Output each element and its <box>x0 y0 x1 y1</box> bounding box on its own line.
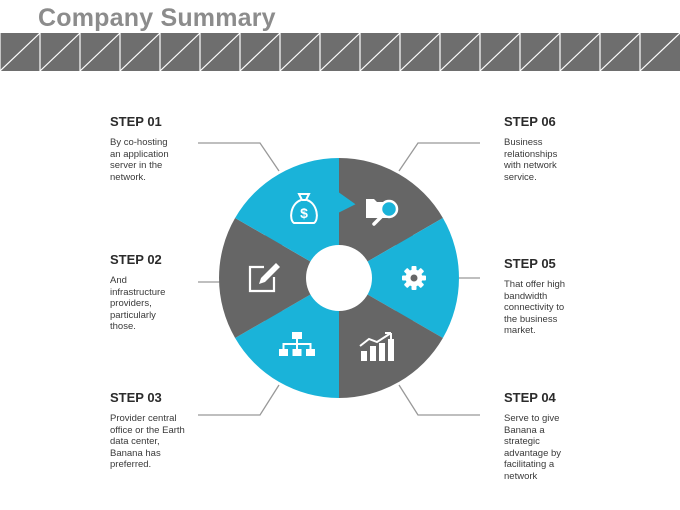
step-description: Serve to give Banana a strategic advanta… <box>504 413 562 482</box>
connector-line-3 <box>198 384 280 416</box>
step-title: STEP 06 <box>504 114 556 129</box>
connector-line-6 <box>398 384 480 416</box>
ring-segment-4 <box>235 293 339 398</box>
step-02: STEP 02 And infrastructure providers, pa… <box>110 252 220 333</box>
money-bag-icon: $ <box>290 193 318 224</box>
step-04: STEP 04 Serve to give Banana a strategic… <box>504 390 614 482</box>
step-01: STEP 01 By co-hosting an application ser… <box>110 114 220 183</box>
edit-note-icon <box>248 263 280 293</box>
ring-segment-6 <box>235 158 356 263</box>
connector-lines <box>198 142 480 416</box>
step-title: STEP 03 <box>110 390 162 405</box>
step-description: That offer high bandwidth connectivity t… <box>504 279 566 336</box>
step-title: STEP 02 <box>110 252 162 267</box>
folder-search-icon <box>366 199 399 226</box>
step-description: Business relationships with network serv… <box>504 137 558 183</box>
page-title: Company Summary <box>38 4 276 32</box>
growth-chart-icon <box>359 332 394 361</box>
step-description: Provider central office or the Earth dat… <box>110 413 185 470</box>
step-title: STEP 04 <box>504 390 556 405</box>
connector-line-4 <box>398 142 480 172</box>
step-description: And infrastructure providers, particular… <box>110 275 166 332</box>
step-title: STEP 05 <box>504 256 556 271</box>
connector-line-1 <box>198 142 280 172</box>
step-title: STEP 01 <box>110 114 162 129</box>
gear-icon <box>402 266 426 290</box>
ring-center <box>306 245 372 311</box>
step-description: By co-hosting an application server in t… <box>110 137 169 183</box>
striped-banner <box>0 33 680 71</box>
org-chart-icon <box>279 332 315 356</box>
step-06: STEP 06 Business relationships with netw… <box>504 114 614 183</box>
step-03: STEP 03 Provider central office or the E… <box>110 390 220 471</box>
svg-text:$: $ <box>300 205 308 221</box>
step-05: STEP 05 That offer high bandwidth connec… <box>504 256 614 337</box>
